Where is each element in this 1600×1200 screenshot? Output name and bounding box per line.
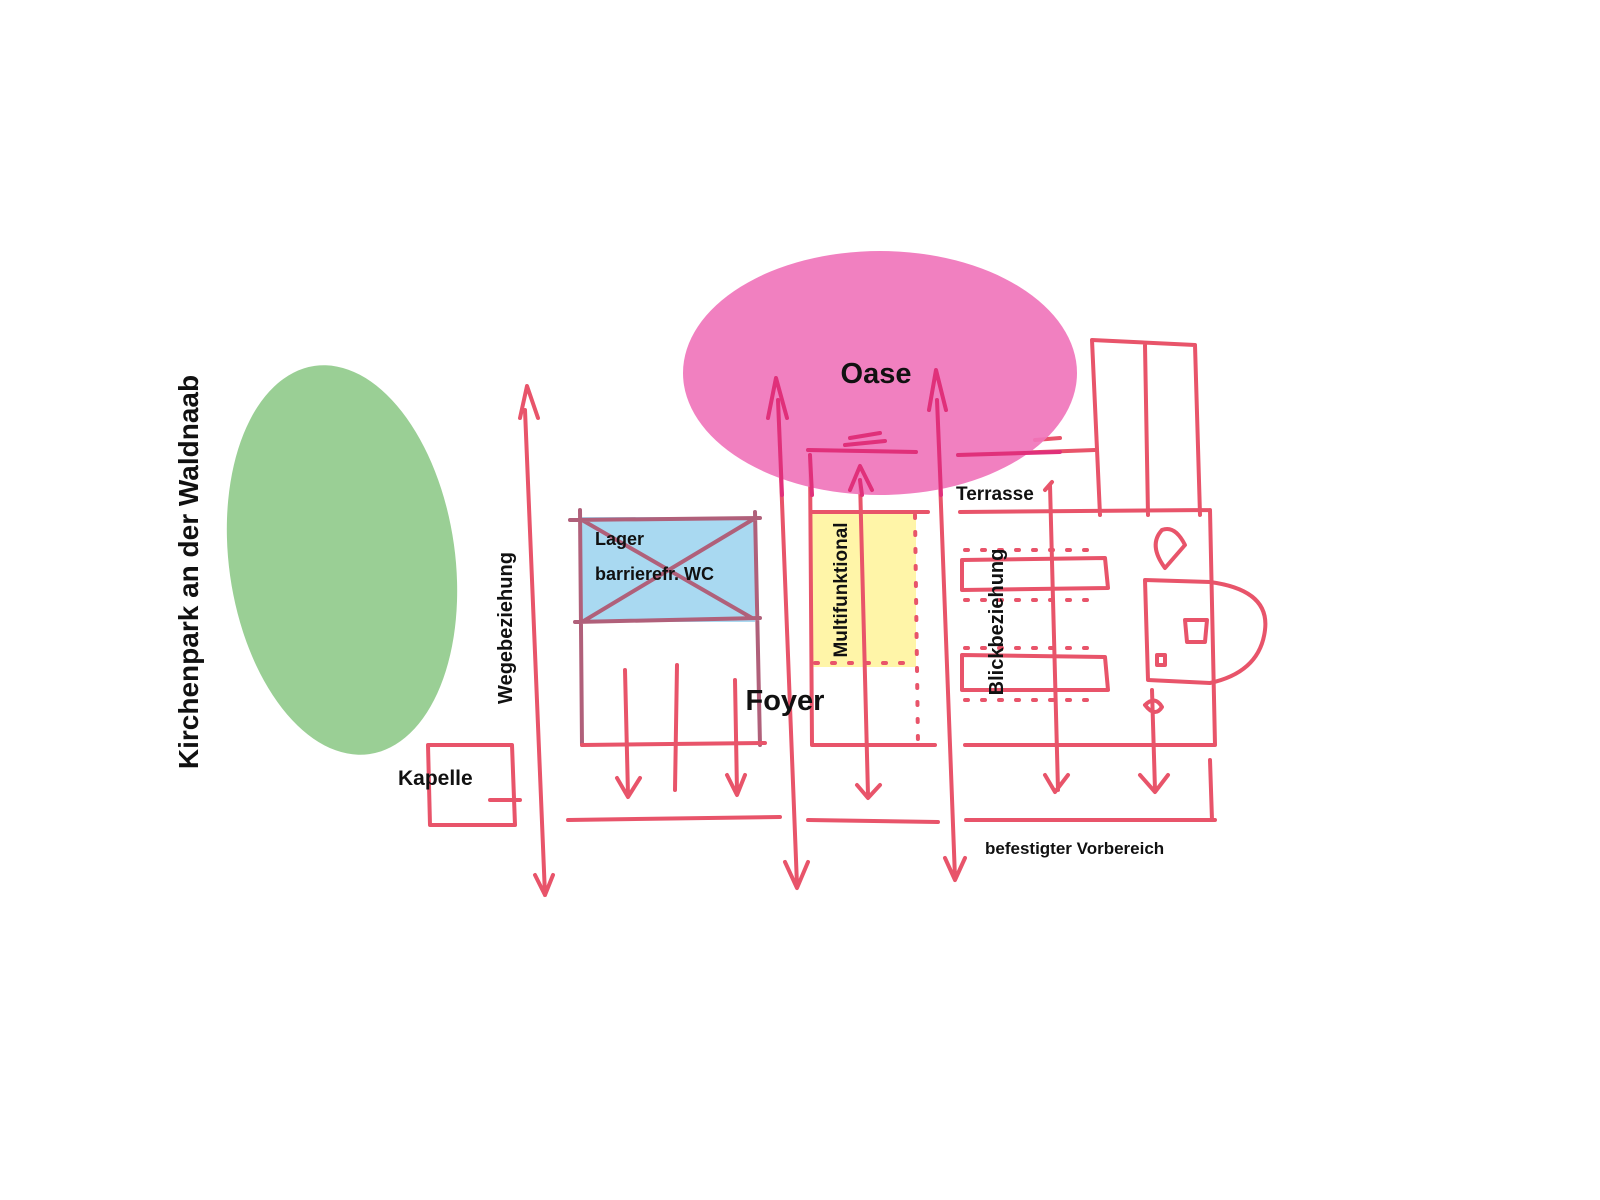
park-zone [226, 365, 458, 755]
wc-label: barrierefr. WC [595, 564, 714, 584]
park-label: Kirchenpark an der Waldnaab [173, 375, 204, 769]
forecourt-label: befestigter Vorbereich [985, 839, 1164, 858]
view-label: Blickbeziehung [986, 549, 1008, 696]
multifunctional-label: Multifunktional [831, 522, 852, 657]
oasis-zone [683, 251, 1077, 495]
oasis-label: Oase [841, 358, 912, 390]
terrace-label: Terrasse [956, 484, 1034, 505]
foyer-label: Foyer [746, 685, 825, 717]
chapel-label: Kapelle [398, 767, 473, 790]
storage-label: Lager [595, 529, 644, 549]
path-label: Wegebeziehung [495, 552, 517, 704]
